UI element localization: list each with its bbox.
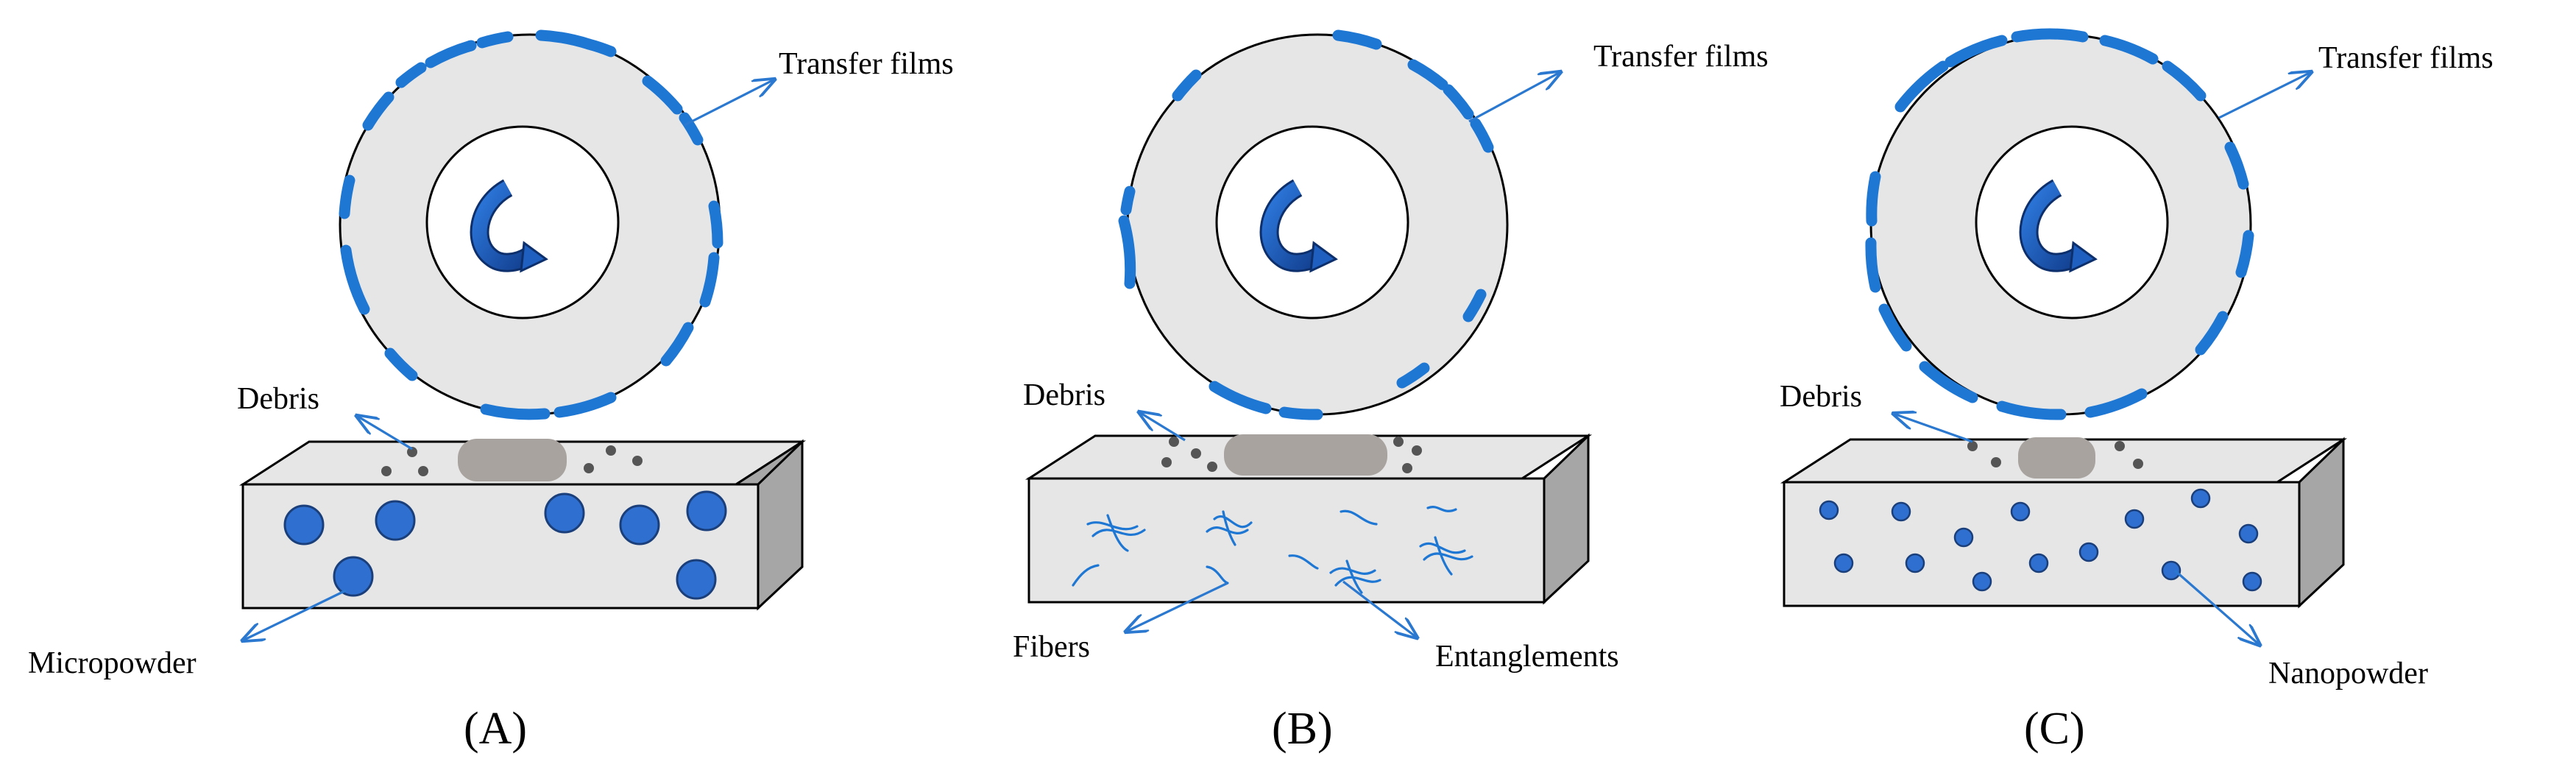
callout-arrows [1126, 72, 1560, 638]
panel-caption-b: (B) [1272, 704, 1333, 754]
panel-b: Transfer films Debris Fibers Entanglemen… [1013, 29, 1769, 754]
transfer-films-label: Transfer films [779, 47, 954, 81]
nanopowder-label: Nanopowder [2268, 657, 2428, 691]
contact-zone [2018, 437, 2095, 478]
debris-particles [1161, 437, 1422, 473]
panel-a: Transfer films Debris Micropowder (A) [28, 29, 954, 754]
debris-particles [381, 445, 643, 476]
callout-arrows [243, 80, 774, 640]
micropowder-label: Micropowder [28, 646, 197, 680]
fiber-strands [1072, 506, 1473, 594]
debris-label: Debris [1023, 378, 1105, 412]
counterface-ring [339, 33, 721, 416]
nanopowder-particles [1819, 488, 2262, 592]
contact-zone [458, 439, 567, 481]
panel-c: Transfer films Debris Nanopowder (C) [1780, 28, 2494, 754]
transfer-film-segments [339, 29, 723, 420]
micropowder-particles [283, 490, 727, 600]
debris-label: Debris [237, 382, 319, 416]
debris-particles [1967, 441, 2143, 469]
transfer-films-label: Transfer films [1593, 40, 1769, 74]
rotation-arrow-icon [2019, 179, 2098, 273]
transfer-films-label: Transfer films [2318, 41, 2494, 75]
panel-caption-a: (A) [464, 704, 527, 754]
counterface-ring [1126, 33, 1509, 416]
panel-caption-c: (C) [2024, 704, 2085, 754]
entanglements-label: Entanglements [1435, 640, 1619, 674]
transfer-film-segments [1865, 28, 2254, 420]
fibers-label: Fibers [1013, 630, 1090, 664]
debris-label: Debris [1780, 380, 1862, 414]
rotation-arrow-icon [1259, 179, 1338, 273]
contact-zone [1224, 434, 1387, 476]
rotation-arrow-icon [470, 179, 548, 273]
transfer-film-segments [1118, 29, 1494, 420]
callout-arrows [1894, 72, 2311, 645]
